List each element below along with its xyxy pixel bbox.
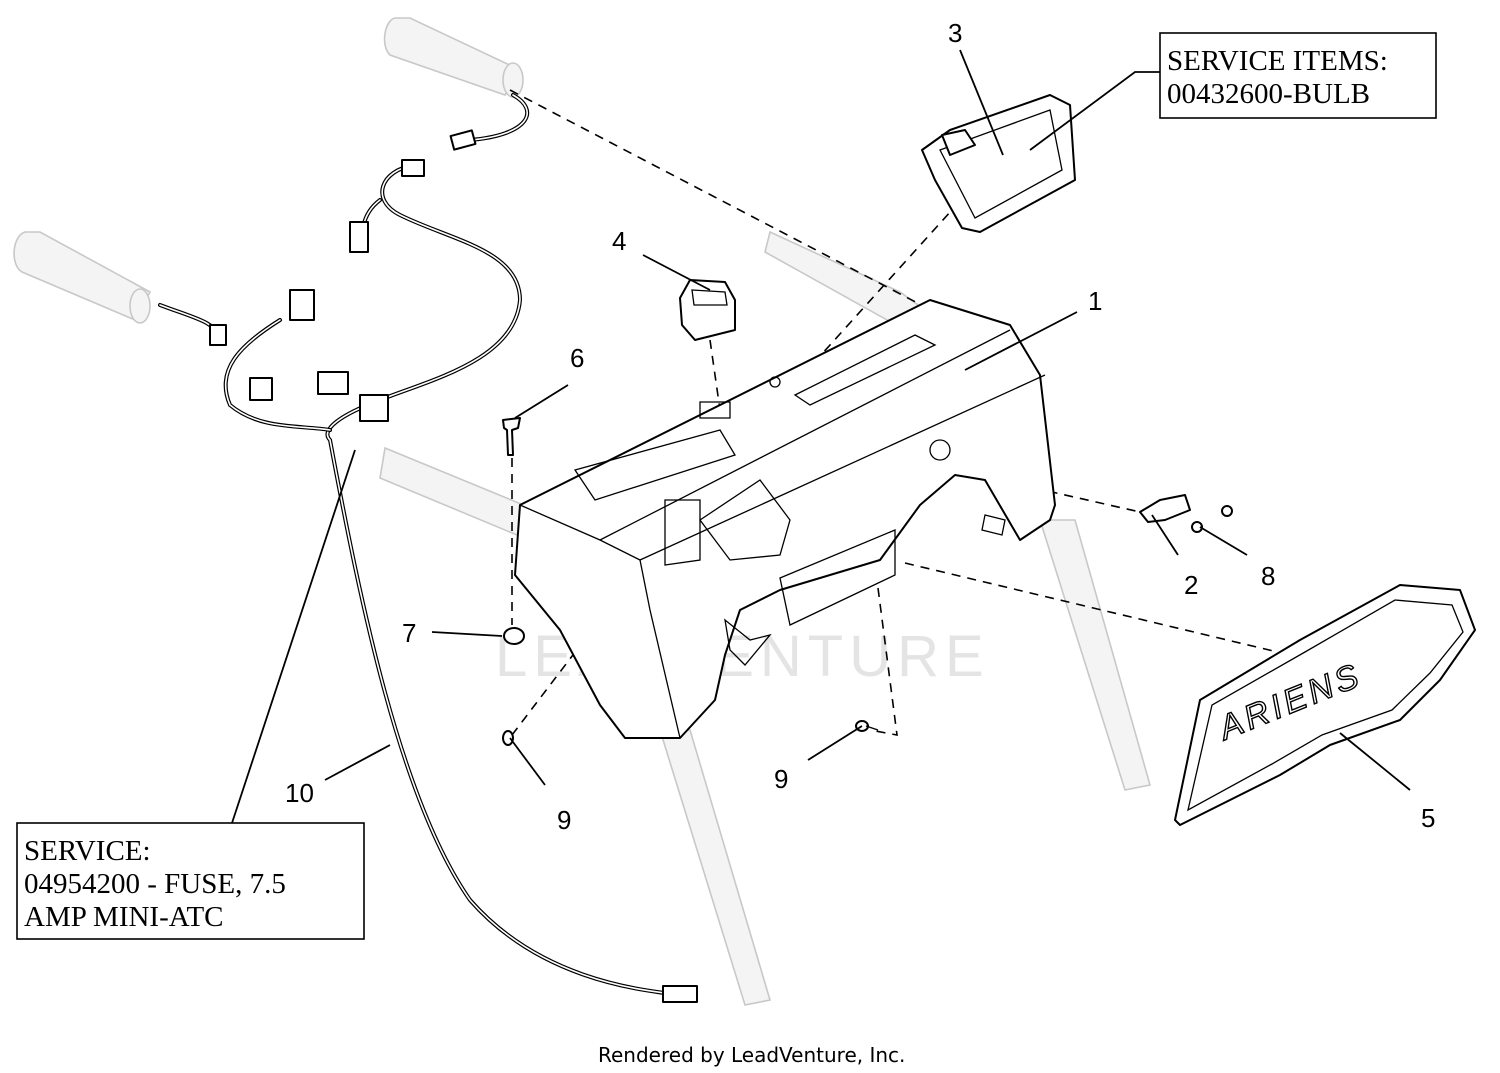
- callout-9-left: 9: [557, 805, 571, 835]
- service-items-line1: SERVICE ITEMS:: [1167, 45, 1388, 77]
- callout-10: 10: [285, 778, 314, 808]
- nut-8: [1191, 505, 1233, 533]
- callout-9-right: 9: [774, 764, 788, 794]
- screw-6: [502, 417, 521, 456]
- grip-left: [13, 231, 152, 324]
- screw-9-left: [502, 730, 514, 746]
- callout-5: 5: [1421, 803, 1435, 833]
- service-line1: SERVICE:: [24, 835, 151, 867]
- grip-right: [383, 17, 524, 98]
- rocker-switch: [679, 279, 736, 341]
- service-items-line2: 00432600-BULB: [1167, 78, 1370, 110]
- service-box: SERVICE: 04954200 - FUSE, 7.5 AMP MINI-A…: [16, 822, 365, 940]
- leader-lines: [231, 49, 1411, 824]
- nut-7: [503, 627, 525, 645]
- screw-9-right: [855, 720, 879, 732]
- logo-panel: ARIENS: [1174, 584, 1476, 826]
- callout-8: 8: [1261, 561, 1275, 591]
- bracket-2: [1139, 494, 1191, 523]
- assembly-lines: [509, 89, 1291, 736]
- wire-harness: [158, 93, 698, 1003]
- dash-panel-housing: [514, 299, 1056, 739]
- callout-4: 4: [612, 226, 626, 256]
- footer-credit: Rendered by LeadVenture, Inc.: [598, 1043, 905, 1067]
- callout-3: 3: [948, 18, 962, 48]
- headlight: [921, 94, 1076, 233]
- service-line3: AMP MINI-ATC: [24, 901, 224, 933]
- callout-2: 2: [1184, 570, 1198, 600]
- callout-numbers: 3 4 1 6 7 2 8 9 9 10 5: [285, 18, 1435, 835]
- callout-1: 1: [1088, 286, 1102, 316]
- callout-6: 6: [570, 343, 584, 373]
- service-line2: 04954200 - FUSE, 7.5: [24, 868, 286, 900]
- service-items-box: SERVICE ITEMS: 00432600-BULB: [1159, 32, 1437, 119]
- callout-7: 7: [402, 618, 416, 648]
